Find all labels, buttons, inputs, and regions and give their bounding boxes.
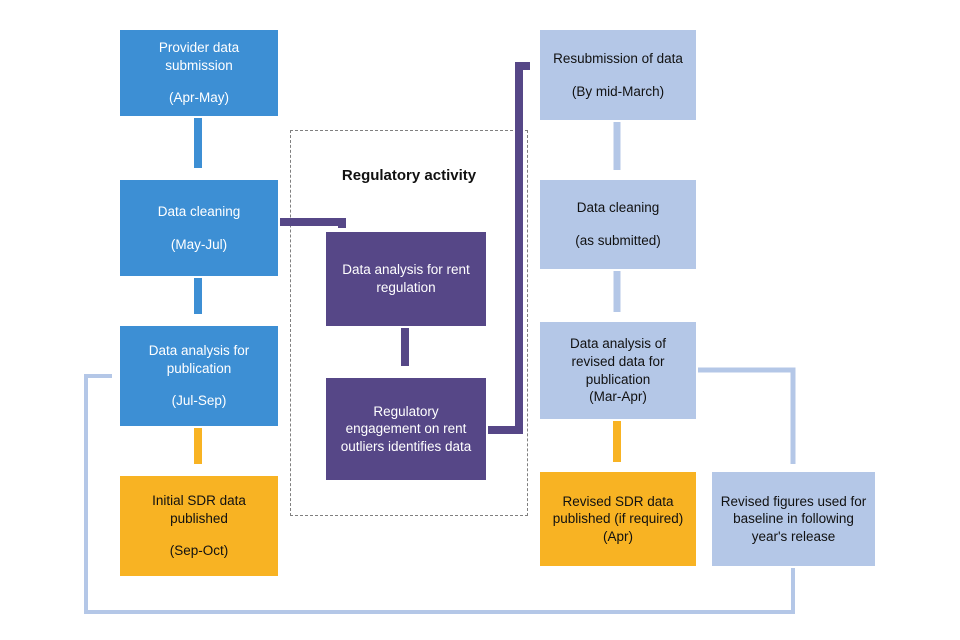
box-revised-figures-baseline: Revised figures used for baseline in fol…: [712, 472, 875, 566]
box-text: Data cleaning: [576, 200, 660, 216]
box-data-cleaning: Data cleaning (May-Jul): [120, 180, 278, 276]
box-analysis-revised-data: Data analysis of revised data for public…: [540, 322, 696, 419]
box-initial-sdr-published: Initial SDR data published (Sep-Oct): [120, 476, 278, 576]
box-subtext: (May-Jul): [170, 236, 228, 252]
box-subtext: (Apr-May): [169, 90, 229, 106]
box-provider-data-submission: Provider data submission (Apr-May): [120, 30, 278, 116]
box-regulatory-engagement: Regulatory engagement on rent outliers i…: [326, 378, 486, 480]
box-text: Data analysis of revised data for public…: [569, 336, 667, 387]
box-subtext: (By mid-March): [571, 83, 665, 99]
box-subtext: (as submitted): [575, 233, 661, 248]
box-revised-sdr-published: Revised SDR data published (if required)…: [540, 472, 696, 566]
box-text: Data cleaning: [157, 203, 241, 219]
box-text: Revised SDR data published (if required)…: [552, 493, 684, 544]
box-data-analysis-rent-regulation: Data analysis for rent regulation: [326, 232, 486, 326]
box-text: Provider data submission: [158, 40, 240, 73]
box-text: Revised figures used for baseline in fol…: [720, 493, 867, 544]
box-text: Initial SDR data published: [152, 493, 246, 526]
box-subtext: (Jul-Sep): [171, 393, 227, 409]
box-subtext: (Sep-Oct): [169, 543, 229, 559]
arrow-revised-analysis-to-baseline: [698, 367, 796, 464]
box-text: Regulatory engagement on rent outliers i…: [340, 403, 472, 454]
box-text: Resubmission of data: [553, 50, 683, 66]
box-text: Data analysis for publication: [148, 343, 250, 376]
box-resubmission-of-data: Resubmission of data (By mid-March): [540, 30, 696, 120]
box-subtext: (Mar-Apr): [589, 389, 647, 405]
box-text: Data analysis for rent regulation: [342, 262, 470, 295]
box-data-analysis-for-publication: Data analysis for publication (Jul-Sep): [120, 326, 278, 426]
box-data-cleaning-as-submitted: Data cleaning (as submitted): [540, 180, 696, 269]
regulatory-activity-label: Regulatory activity: [341, 167, 477, 184]
